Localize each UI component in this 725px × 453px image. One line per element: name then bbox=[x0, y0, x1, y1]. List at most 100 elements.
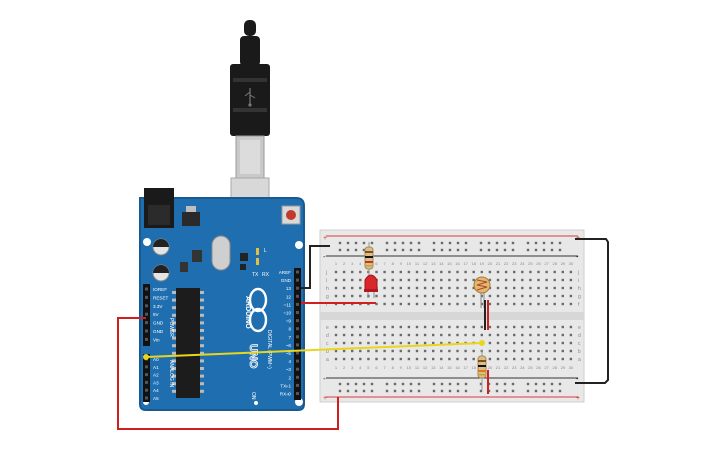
breadboard-hole[interactable] bbox=[448, 341, 451, 345]
breadboard-hole[interactable] bbox=[334, 357, 338, 361]
breadboard-hole[interactable] bbox=[521, 325, 524, 329]
header-pin-hole[interactable] bbox=[296, 302, 299, 306]
rail-hole[interactable] bbox=[464, 382, 468, 386]
breadboard-hole[interactable] bbox=[391, 325, 394, 329]
breadboard-hole[interactable] bbox=[415, 294, 419, 298]
breadboard-hole[interactable] bbox=[521, 270, 524, 274]
breadboard-hole[interactable] bbox=[537, 270, 540, 274]
rail-hole[interactable] bbox=[511, 241, 515, 245]
breadboard-hole[interactable] bbox=[504, 278, 508, 282]
breadboard-hole[interactable] bbox=[351, 349, 354, 353]
rail-hole[interactable] bbox=[409, 248, 413, 252]
rail-hole[interactable] bbox=[346, 389, 350, 393]
breadboard-hole[interactable] bbox=[537, 286, 540, 290]
breadboard-hole[interactable] bbox=[553, 294, 556, 298]
breadboard-hole[interactable] bbox=[496, 270, 500, 274]
breadboard-hole[interactable] bbox=[472, 294, 475, 298]
header-pin-hole[interactable] bbox=[296, 359, 299, 363]
breadboard-hole[interactable] bbox=[367, 349, 370, 353]
breadboard-hole[interactable] bbox=[553, 325, 556, 329]
breadboard-hole[interactable] bbox=[351, 278, 354, 282]
breadboard-hole[interactable] bbox=[569, 357, 573, 361]
breadboard-hole[interactable] bbox=[480, 302, 483, 306]
rail-hole[interactable] bbox=[346, 248, 350, 252]
breadboard-hole[interactable] bbox=[521, 294, 524, 298]
breadboard-hole[interactable] bbox=[488, 270, 492, 274]
header-pin-hole[interactable] bbox=[145, 321, 148, 325]
breadboard-hole[interactable] bbox=[561, 325, 564, 329]
rail-hole[interactable] bbox=[534, 389, 538, 393]
rail-hole[interactable] bbox=[354, 241, 358, 245]
breadboard-hole[interactable] bbox=[423, 270, 427, 274]
breadboard-hole[interactable] bbox=[391, 357, 394, 361]
breadboard-hole[interactable] bbox=[513, 325, 516, 329]
breadboard-hole[interactable] bbox=[504, 349, 508, 353]
breadboard-hole[interactable] bbox=[488, 302, 492, 306]
breadboard-hole[interactable] bbox=[432, 286, 435, 290]
breadboard-hole[interactable] bbox=[448, 325, 451, 329]
rail-hole[interactable] bbox=[464, 389, 468, 393]
rail-hole[interactable] bbox=[440, 248, 444, 252]
rail-hole[interactable] bbox=[385, 389, 389, 393]
breadboard-hole[interactable] bbox=[480, 325, 483, 329]
rail-hole[interactable] bbox=[558, 241, 562, 245]
breadboard-hole[interactable] bbox=[415, 357, 419, 361]
breadboard-hole[interactable] bbox=[488, 325, 492, 329]
header-pin-hole[interactable] bbox=[145, 396, 148, 400]
breadboard-hole[interactable] bbox=[553, 357, 556, 361]
breadboard-hole[interactable] bbox=[569, 349, 573, 353]
breadboard-hole[interactable] bbox=[537, 325, 540, 329]
breadboard-hole[interactable] bbox=[456, 294, 459, 298]
breadboard-hole[interactable] bbox=[513, 349, 516, 353]
breadboard-hole[interactable] bbox=[432, 357, 435, 361]
rail-hole[interactable] bbox=[401, 241, 405, 245]
breadboard-hole[interactable] bbox=[359, 341, 362, 345]
dc-power-jack[interactable] bbox=[144, 188, 174, 228]
breadboard-hole[interactable] bbox=[513, 286, 516, 290]
rail-hole[interactable] bbox=[456, 389, 460, 393]
breadboard-hole[interactable] bbox=[545, 357, 548, 361]
breadboard-hole[interactable] bbox=[456, 270, 459, 274]
breadboard-hole[interactable] bbox=[472, 325, 475, 329]
rail-hole[interactable] bbox=[495, 389, 499, 393]
breadboard-hole[interactable] bbox=[407, 325, 411, 329]
breadboard-hole[interactable] bbox=[342, 278, 346, 282]
breadboard-hole[interactable] bbox=[432, 294, 435, 298]
breadboard-hole[interactable] bbox=[399, 294, 402, 298]
rail-hole[interactable] bbox=[338, 241, 342, 245]
breadboard-hole[interactable] bbox=[391, 341, 394, 345]
breadboard-hole[interactable] bbox=[351, 341, 354, 345]
breadboard-hole[interactable] bbox=[342, 357, 346, 361]
breadboard-hole[interactable] bbox=[521, 349, 524, 353]
breadboard-hole[interactable] bbox=[521, 278, 524, 282]
breadboard-hole[interactable] bbox=[391, 270, 394, 274]
breadboard-hole[interactable] bbox=[407, 270, 411, 274]
breadboard-hole[interactable] bbox=[553, 286, 556, 290]
breadboard-hole[interactable] bbox=[423, 325, 427, 329]
breadboard-hole[interactable] bbox=[561, 286, 564, 290]
breadboard-hole[interactable] bbox=[375, 341, 378, 345]
breadboard-hole[interactable] bbox=[375, 349, 378, 353]
header-pin-hole[interactable] bbox=[145, 388, 148, 392]
breadboard-hole[interactable] bbox=[496, 325, 500, 329]
header-pin-hole[interactable] bbox=[296, 327, 299, 331]
rail-hole[interactable] bbox=[542, 248, 546, 252]
breadboard-hole[interactable] bbox=[545, 278, 548, 282]
breadboard-hole[interactable] bbox=[521, 341, 524, 345]
rail-hole[interactable] bbox=[550, 389, 554, 393]
breadboard-hole[interactable] bbox=[351, 270, 354, 274]
breadboard-hole[interactable] bbox=[513, 333, 516, 337]
breadboard-hole[interactable] bbox=[569, 286, 573, 290]
breadboard-hole[interactable] bbox=[440, 341, 443, 345]
rail-hole[interactable] bbox=[503, 389, 507, 393]
breadboard-hole[interactable] bbox=[351, 325, 354, 329]
breadboard-hole[interactable] bbox=[537, 302, 540, 306]
breadboard-hole[interactable] bbox=[537, 278, 540, 282]
rail-hole[interactable] bbox=[440, 382, 444, 386]
resistor-bottom[interactable] bbox=[477, 350, 487, 390]
breadboard-hole[interactable] bbox=[375, 333, 378, 337]
rail-hole[interactable] bbox=[401, 389, 405, 393]
breadboard-hole[interactable] bbox=[529, 357, 532, 361]
